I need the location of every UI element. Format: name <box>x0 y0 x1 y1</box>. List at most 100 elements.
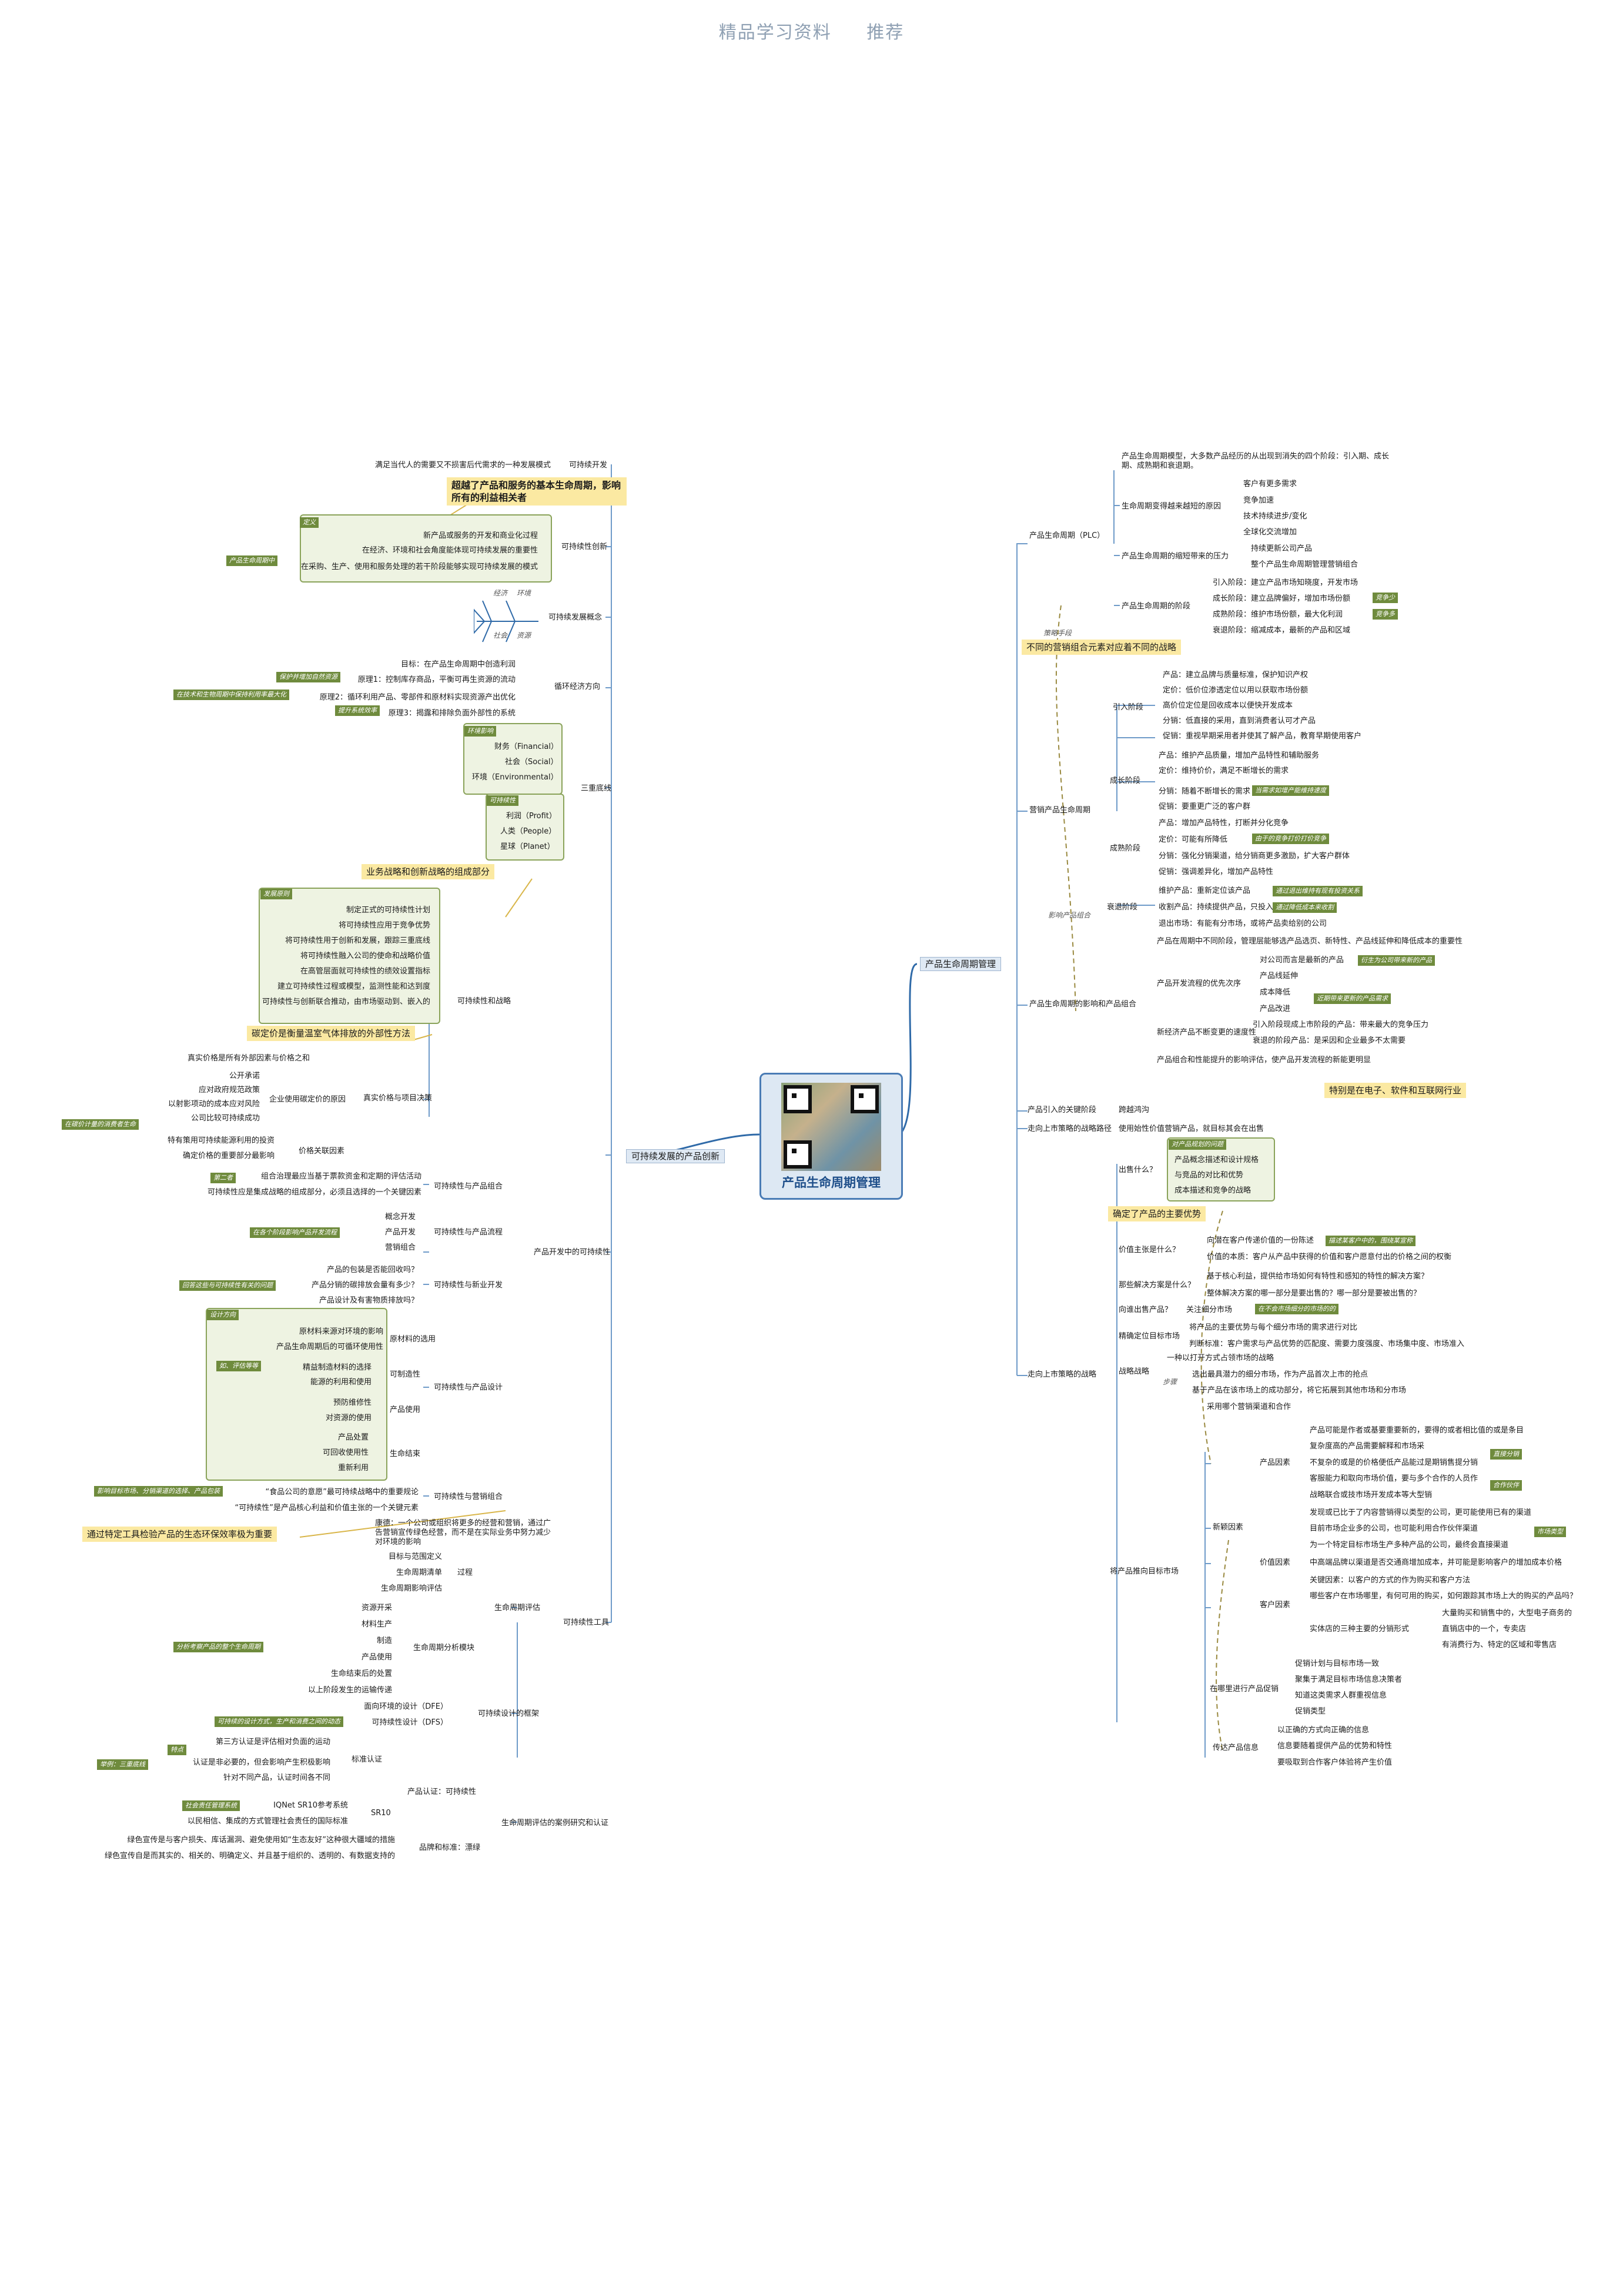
gtm-sales-node[interactable]: 在哪里进行产品促销 <box>1210 1685 1279 1693</box>
circular-item: 原理1：控制库存商品，平衡可再生资源的流动 <box>357 675 516 684</box>
path-node[interactable]: 走向上市策略的战略路径 <box>1028 1124 1112 1133</box>
process-item: 营销组合 <box>384 1243 416 1252</box>
mature-item: 产品：增加产品特性，打断并分化竞争 <box>1159 819 1289 828</box>
lca-analysis-node[interactable]: 生命周期分析模块 <box>413 1644 475 1652</box>
greenwash-node[interactable]: 品牌和标准：漂绿 <box>419 1843 481 1852</box>
marketing-plc-node[interactable]: 营销产品生命周期 <box>1029 806 1091 815</box>
plc-stages-node[interactable]: 产品生命周期的阶段 <box>1122 602 1191 611</box>
pricing-item: 真实价格是所有外部因素与价格之和 <box>187 1054 310 1063</box>
gtm-node[interactable]: 走向上市策略的战略 <box>1028 1370 1097 1379</box>
plc-factor: 客户有更多需求 <box>1243 480 1297 488</box>
intro-node[interactable]: 引入阶段 <box>1113 703 1144 712</box>
gtm-who-node[interactable]: 向谁出售产品？ <box>1119 1306 1173 1314</box>
innovation-node[interactable]: 可持续性创新 <box>561 543 608 551</box>
tools-node[interactable]: 可持续性工具 <box>563 1618 610 1627</box>
triple-item: 环境（Environmental） <box>472 773 558 782</box>
decision-dev-node[interactable]: 产品开发流程的优先次序 <box>1157 979 1241 988</box>
marketing-node[interactable]: 可持续性与营销组合 <box>434 1492 503 1501</box>
tools-case: 康德：一个公司或组织将更多的经营和营销，通过广告营销宣传绿色经营，而不是在实际业… <box>375 1519 551 1547</box>
mature-node[interactable]: 成熟阶段 <box>1110 844 1141 853</box>
decline-node[interactable]: 衰退阶段 <box>1107 903 1138 912</box>
lca-tag: 分析考察产品的整个生命周期 <box>173 1642 263 1652</box>
pricing-extra: 公开承诺 <box>229 1072 260 1080</box>
gtm-value-item: 向潜在客户传递价值的一份陈述 <box>1207 1236 1314 1245</box>
triple-item: 星球（Planet） <box>500 842 555 851</box>
combination-node[interactable]: 可持续性与产品组合 <box>434 1182 503 1191</box>
entry-node[interactable]: 产品引入的关键阶段 <box>1028 1106 1097 1114</box>
concepts-node[interactable]: 可持续发展概念 <box>548 613 603 622</box>
lca-analysis: 以上阶段发生的运输传递 <box>307 1686 392 1695</box>
pricing-extra: 应对政府规范政策 <box>198 1086 260 1095</box>
gtm-problem-node[interactable]: 那些解决方案是什么？ <box>1119 1281 1196 1290</box>
gtm-reach-top: 采用哪个营销渠道和合作 <box>1207 1403 1291 1411</box>
dev-opportunity-node[interactable]: 可持续性与新业开发 <box>434 1281 503 1290</box>
design-group[interactable]: 可制造性 <box>390 1370 421 1379</box>
design-for-node[interactable]: 可持续设计的框架 <box>478 1709 540 1718</box>
triple-tag-1: 环境影响 <box>464 726 496 737</box>
cert-tag: 举例：三重底线 <box>97 1759 148 1770</box>
cert-node[interactable]: 产品认证：可持续性 <box>407 1788 477 1796</box>
growth-item: 产品：维护产品质量，增加产品特性和辅助服务 <box>1159 751 1320 760</box>
gtm-price-node[interactable]: 价值因素 <box>1260 1558 1291 1567</box>
branch-plc-management[interactable]: 产品生命周期管理 <box>920 957 1002 971</box>
gtm-target-node[interactable]: 精确定位目标市场 <box>1119 1332 1180 1341</box>
intro-item: 高价位定位是回收成本以便快开发成本 <box>1163 701 1293 710</box>
cert-sr[interactable]: SR10 <box>371 1809 391 1818</box>
research-node[interactable]: 生命周期评估的案例研究和认证 <box>501 1819 609 1828</box>
plc-stage-tag: 竞争少 <box>1373 593 1398 603</box>
gtm-customer-item: 关键因素：以客户的方式的作为购买和客户方法 <box>1310 1576 1471 1585</box>
pricing-node-2[interactable]: 价格关联因素 <box>299 1147 345 1156</box>
page-header: 精品学习资料 推荐 <box>0 18 1623 43</box>
pricing-node-1[interactable]: 真实价格与项目决策 <box>363 1094 433 1103</box>
cert-std[interactable]: 标准认证 <box>352 1755 383 1764</box>
mature-item: 促销：强调差异化，增加产品特性 <box>1159 868 1274 876</box>
cert-sr-item: 以民相信、集成的方式管理社会责任的国际标准 <box>187 1817 348 1826</box>
branch-sustainable-innovation[interactable]: 可持续发展的产品创新 <box>626 1149 725 1163</box>
gtm-reach-node[interactable]: 将产品推向目标市场 <box>1110 1567 1179 1576</box>
plc-pressure: 持续更新公司产品 <box>1251 544 1313 553</box>
plc-def: 产品生命周期模型，大多数产品经历的从出现到消失的四个阶段：引入期、成长期、成熟期… <box>1122 452 1390 470</box>
gtm-what-node[interactable]: 出售什么？ <box>1119 1166 1157 1174</box>
gtm-new-item: 为一个特定目标市场生产多种产品的公司，最终会直接渠道 <box>1310 1541 1509 1549</box>
lca-node[interactable]: 生命周期评估 <box>494 1604 541 1612</box>
circular-item: 原理3：揭露和排除负面外部性的系统 <box>388 709 516 718</box>
decision-node[interactable]: 产品生命周期的影响和产品组合 <box>1029 1000 1137 1009</box>
plc-factors-node[interactable]: 生命周期变得越来越短的原因 <box>1122 502 1222 511</box>
growth-node[interactable]: 成长阶段 <box>1110 777 1141 785</box>
product-dev-node[interactable]: 产品开发中的可持续性 <box>534 1248 611 1257</box>
design-item: 能源的利用和使用 <box>310 1378 372 1387</box>
design-node[interactable]: 可持续性与产品设计 <box>434 1383 503 1392</box>
pricing-extra: 以射影项动的成本应对风险 <box>168 1100 260 1109</box>
gtm-problem-item: 整体解决方案的哪一部分是要出售的？哪一部分是要被出售的？ <box>1207 1289 1421 1298</box>
fish-label: 环境 <box>517 589 531 597</box>
process-node[interactable]: 可持续性与产品流程 <box>434 1228 503 1237</box>
plc-pressure-node[interactable]: 产品生命周期的缩短带来的压力 <box>1122 552 1229 561</box>
decision-eco-node[interactable]: 新经济产品不断变更的速度性 <box>1157 1028 1257 1037</box>
design-item: 产品处置 <box>337 1433 369 1442</box>
mature-tag: 由于的竞争打价打价竞争 <box>1252 834 1329 844</box>
design-group[interactable]: 产品使用 <box>390 1405 421 1414</box>
plc-node[interactable]: 产品生命周期（PLC） <box>1029 531 1105 540</box>
fish-label: 经济 <box>493 589 508 597</box>
strategy-node[interactable]: 可持续性和战略 <box>457 997 511 1006</box>
gtm-value-node[interactable]: 价值主张是什么？ <box>1119 1246 1180 1254</box>
gtm-customer-node[interactable]: 客户因素 <box>1260 1601 1291 1609</box>
triple-node[interactable]: 三重底线 <box>581 784 612 793</box>
gtm-tactic-node[interactable]: 战略战略 <box>1119 1367 1150 1376</box>
gtm-product-item: 客服能力和取向市场价值，要与多个合作的人员作 <box>1310 1474 1478 1483</box>
central-topic[interactable]: 产品生命周期管理 <box>759 1073 903 1200</box>
sustainable-dev-node[interactable]: 可持续开发 <box>569 461 608 470</box>
gtm-product-node[interactable]: 产品因素 <box>1260 1458 1291 1467</box>
gtm-customer-item: 直销店中的一个，专卖店 <box>1442 1625 1527 1634</box>
plc-stage: 成熟阶段：维护市场份额，最大化利润 <box>1213 610 1343 619</box>
design-group[interactable]: 原材料的选用 <box>390 1335 436 1344</box>
gtm-new-item: 发现或已比于了内容营销得以类型的公司，更可能使用已有的渠道 <box>1310 1508 1532 1517</box>
circular-node[interactable]: 循环经济方向 <box>554 682 601 691</box>
design-item: 精益制造材料的选择 <box>302 1363 372 1372</box>
header-right: 推荐 <box>866 22 905 43</box>
central-topic-title: 产品生命周期管理 <box>782 1176 881 1190</box>
gtm-new-node[interactable]: 新颖因素 <box>1213 1523 1244 1532</box>
design-group[interactable]: 生命结束 <box>390 1450 421 1458</box>
dev-opportunity-item: 产品的包装是否能回收吗？ <box>326 1266 419 1274</box>
gtm-channel-node[interactable]: 传达产品信息 <box>1213 1743 1259 1752</box>
